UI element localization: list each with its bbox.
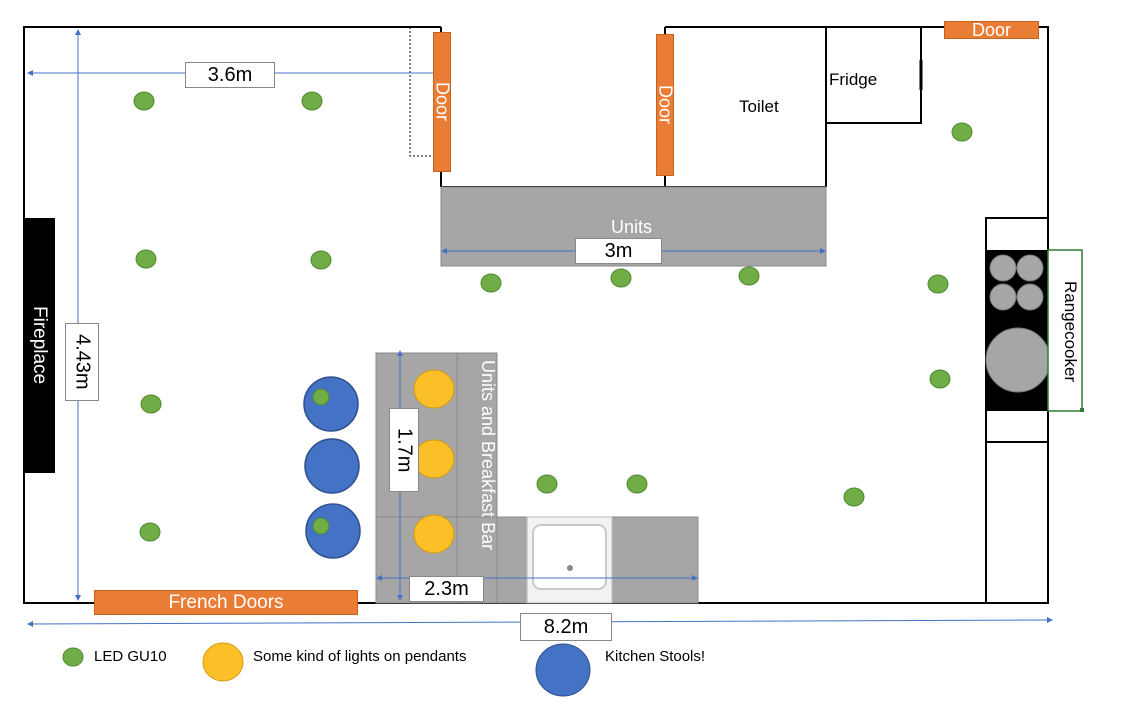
bar-units-right <box>456 352 498 604</box>
pendant-light <box>413 369 455 409</box>
led-light <box>738 266 760 286</box>
legend-stool-label: Kitchen Stools! <box>605 648 706 665</box>
led-light <box>312 388 330 406</box>
led-light <box>843 487 865 507</box>
fridge-label: Fridge <box>829 70 878 89</box>
door-swing <box>409 27 441 157</box>
kitchen-stools <box>303 376 361 559</box>
legend-markers <box>62 642 591 697</box>
led-light <box>536 474 558 494</box>
pendant-lights <box>413 369 455 554</box>
legend-pendant-label: Some kind of lights on pendants <box>253 648 467 665</box>
door-left: Door <box>433 32 453 172</box>
dim-width-left: 3.6m <box>185 62 275 88</box>
bottom-units-right <box>611 516 699 604</box>
led-light <box>929 369 951 389</box>
led-light <box>312 517 330 535</box>
legend-stool-icon <box>535 643 591 697</box>
led-light <box>480 273 502 293</box>
units-label: Units <box>611 217 653 237</box>
kitchen-stool <box>304 438 360 494</box>
led-light <box>951 122 973 142</box>
legend-led-icon <box>62 647 84 667</box>
dim-total-width: 8.2m <box>520 613 612 641</box>
dim-bar-width: 2.3m <box>409 576 484 602</box>
kitchen-stool <box>305 503 361 559</box>
bottom-units-left <box>496 516 528 604</box>
dim-height-left: 4.43m <box>65 323 99 401</box>
dim-units-width: 3m <box>575 238 662 264</box>
legend-led-label: LED GU10 <box>94 648 167 665</box>
dim-bar-height: 1.7m <box>389 408 419 492</box>
rangecooker-icon <box>985 249 1084 412</box>
legend-pendant-icon <box>202 642 244 682</box>
led-light <box>310 250 332 270</box>
led-light <box>927 274 949 294</box>
led-light <box>301 91 323 111</box>
units-breakfast-label: Units and Breakfast Bar <box>478 360 498 551</box>
rangecooker-label: Rangecooker <box>1061 281 1080 383</box>
fireplace <box>24 218 55 473</box>
led-light <box>626 474 648 494</box>
toilet-label: Toilet <box>739 97 779 116</box>
kitchen-stool <box>303 376 359 432</box>
led-lights <box>133 91 973 542</box>
led-light <box>133 91 155 111</box>
french-doors: French Doors <box>94 590 358 615</box>
led-light <box>135 249 157 269</box>
pendant-light <box>413 439 455 479</box>
led-light <box>140 394 162 414</box>
sink-icon <box>526 516 613 604</box>
door-middle: Door <box>656 34 676 176</box>
led-light <box>139 522 161 542</box>
door-top-right: Door <box>944 20 1039 40</box>
fireplace-label: Fireplace <box>29 305 50 385</box>
led-light <box>610 268 632 288</box>
pendant-light <box>413 514 455 554</box>
